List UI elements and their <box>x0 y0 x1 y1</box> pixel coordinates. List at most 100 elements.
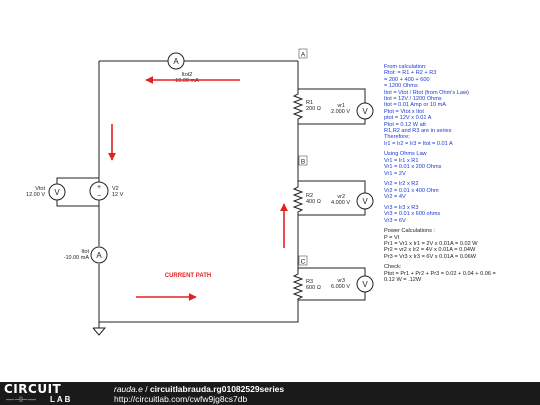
itot-value: -10.00 mA <box>64 255 90 261</box>
vr2-value: 4.000 V <box>331 200 350 206</box>
vr1-branch <box>298 88 366 103</box>
footer-title-line: rauda.e / circuitlabrauda.rg01082529seri… <box>114 384 284 394</box>
note-line: Itot = 12V / 1200 Ohms <box>384 96 442 103</box>
resistor-r1[interactable]: R1 200 Ω <box>292 92 321 120</box>
ammeter-icon: A <box>96 251 102 260</box>
path-separator: / <box>142 384 150 394</box>
note-line: Itot = 0.01 Amp or 10 mA <box>384 102 447 109</box>
vtot-name: Vtot <box>35 186 45 192</box>
note-line: Ir1 = Ir2 = Ir3 = Itot = 0.01 A <box>384 140 453 147</box>
node-b: B <box>298 155 308 166</box>
footer-bar: CIRCUIT —⊣⊢— LAB rauda.e / circuitlabrau… <box>0 382 540 405</box>
resistor-icon <box>292 92 304 120</box>
note-line: Pr3 = Vr3 x Ir3 = 6V x 0.01A = 0.06W <box>384 253 476 260</box>
schematic-canvas: A B C A Itot2 10.00 mA R1 200 Ω R2 400 Ω… <box>26 48 538 336</box>
voltmeter-vr2[interactable]: V vr2 4.000 V <box>331 192 374 210</box>
ground-symbol <box>92 327 107 336</box>
voltmeter-icon: V <box>54 188 60 197</box>
r3-value: 600 Ω <box>306 285 321 291</box>
r1-name: R1 <box>306 100 313 106</box>
voltmeter-icon: V <box>362 197 368 206</box>
note-line: Vr3 = 6V <box>384 217 406 224</box>
circuit-schematic: A B C A Itot2 10.00 mA R1 200 Ω R2 400 Ω… <box>26 48 374 336</box>
note-line: = 1200 Ohms <box>384 83 418 90</box>
r3-name: R3 <box>306 279 313 285</box>
notes-ohm: Using Ohms Law Vr1 = Ir1 x R1 Vr1 = 0.01… <box>384 151 538 177</box>
node-label: C <box>301 259 306 266</box>
voltmeter-vtot[interactable]: V Vtot 12.00 V <box>26 183 66 201</box>
node-a: A <box>298 48 308 59</box>
itot-name: Itot <box>81 249 89 255</box>
note-line: Ptot = 0.12 W att <box>384 121 426 128</box>
logo-wordmark-lab: LAB <box>50 395 73 404</box>
vr2-name: vr2 <box>337 194 345 200</box>
plus-icon: + <box>97 184 101 191</box>
minus-icon: − <box>97 193 101 200</box>
note-line: Vr1 = Ir1 x R1 <box>384 157 419 164</box>
calculation-notes: From calculation: Rtot: = R1 + R2 + R3 =… <box>384 64 538 288</box>
notes-calc: From calculation: Rtot: = R1 + R2 + R3 =… <box>384 64 538 147</box>
itot2-name: Itot2 <box>182 72 193 78</box>
logo-wordmark-top: CIRCUIT <box>4 382 62 396</box>
current-path-label: CURRENT PATH <box>165 273 211 279</box>
note-line: Vr2 = 4V <box>384 194 406 201</box>
note-line: From calculation: <box>384 64 427 70</box>
vr1-name: vr1 <box>337 103 345 109</box>
resistor-r3[interactable]: R3 600 Ω <box>292 272 321 300</box>
r2-value: 400 Ω <box>306 199 321 205</box>
notes-check: Check: Ptot = Pr1 + Pr2 + Pr3 = 0.02 + 0… <box>384 264 538 283</box>
v2-name: V2 <box>112 186 119 192</box>
note-line: Using Ohms Law <box>384 151 427 158</box>
vtot-branch <box>56 200 99 207</box>
note-line: = 200 + 400 + 600 <box>384 76 430 83</box>
vr1-branch <box>298 119 366 125</box>
voltage-source-v2[interactable]: + − V2 12 V <box>89 181 124 201</box>
author-link[interactable]: rauda.e <box>114 384 143 394</box>
current-arrows <box>108 76 288 301</box>
note-line: 0.12 W = .12W <box>384 277 422 284</box>
vr3-name: vr3 <box>337 278 345 284</box>
vr3-branch <box>298 267 366 276</box>
voltmeter-icon: V <box>362 107 368 116</box>
itot2-value: 10.00 mA <box>175 78 199 84</box>
note-line: Vr3 = Ir3 x R3 <box>384 204 419 211</box>
circuit-symbol-icon: —⊣⊢— <box>6 395 36 404</box>
note-line: Power Calculations : <box>384 228 435 235</box>
node-label: A <box>301 52 306 59</box>
note-line: Check: <box>384 264 402 271</box>
right-wire <box>99 300 299 323</box>
note-line: Ptot = Pr1 + Pr2 + Pr3 = 0.02 + 0.04 + 0… <box>384 270 496 277</box>
vtot-branch <box>56 177 99 184</box>
note-line: Vr1 = 2V <box>384 170 406 177</box>
vr3-value: 6.000 V <box>331 284 350 290</box>
note-line: Therefore; <box>384 134 410 141</box>
note-line: Rtot: = R1 + R2 + R3 <box>384 70 437 77</box>
notes-vr2: Vr2 = Ir2 x R2 Vr2 = 0.01 x 400 Ohm Vr2 … <box>384 181 538 200</box>
circuit-url[interactable]: http://circuitlab.com/cwfw9jg8cs7db <box>114 394 248 404</box>
ammeter-itot[interactable]: A Itot -10.00 mA <box>64 246 108 264</box>
circuitlab-logo[interactable]: CIRCUIT —⊣⊢— LAB <box>4 383 96 405</box>
vr2-branch <box>298 180 366 193</box>
resistor-icon <box>292 185 304 213</box>
vr1-value: 2.000 V <box>331 109 350 115</box>
note-line: Itot = Vtot / Rtot (from Ohm's Law) <box>384 89 469 96</box>
notes-vr3: Vr3 = Ir3 x R3 Vr3 = 0.01 x 600 ohms Vr3… <box>384 205 538 224</box>
ammeter-icon: A <box>173 57 179 66</box>
circuit-title[interactable]: circuitlabrauda.rg01082529series <box>149 384 285 394</box>
v2-value: 12 V <box>112 192 124 198</box>
node-label: B <box>301 159 305 166</box>
voltmeter-vr3[interactable]: V vr3 6.000 V <box>331 275 374 293</box>
note-line: Vr3 = 0.01 x 600 ohms <box>384 211 441 218</box>
vtot-value: 12.00 V <box>26 192 45 198</box>
note-line: Pr1 = Vr1 x Ir1 = 2V x 0.01A = 0.02 W <box>384 240 478 247</box>
resistor-r2[interactable]: R2 400 Ω <box>292 185 321 213</box>
note-line: ptot = 12V x 0.01 A <box>384 115 432 122</box>
note-line: P = VI <box>384 234 400 241</box>
voltmeter-vr1[interactable]: V vr1 2.000 V <box>331 102 374 120</box>
note-line: Vr2 = 0.01 x 400 Ohm <box>384 187 439 194</box>
ammeter-itot2[interactable]: A Itot2 10.00 mA <box>167 52 199 84</box>
note-line: Vr2 = Ir2 x R2 <box>384 181 419 188</box>
main-wires <box>56 60 366 336</box>
notes-power: Power Calculations : P = VI Pr1 = Vr1 x … <box>384 228 538 260</box>
note-line: Ptot = Vtot x Itot <box>384 108 424 115</box>
